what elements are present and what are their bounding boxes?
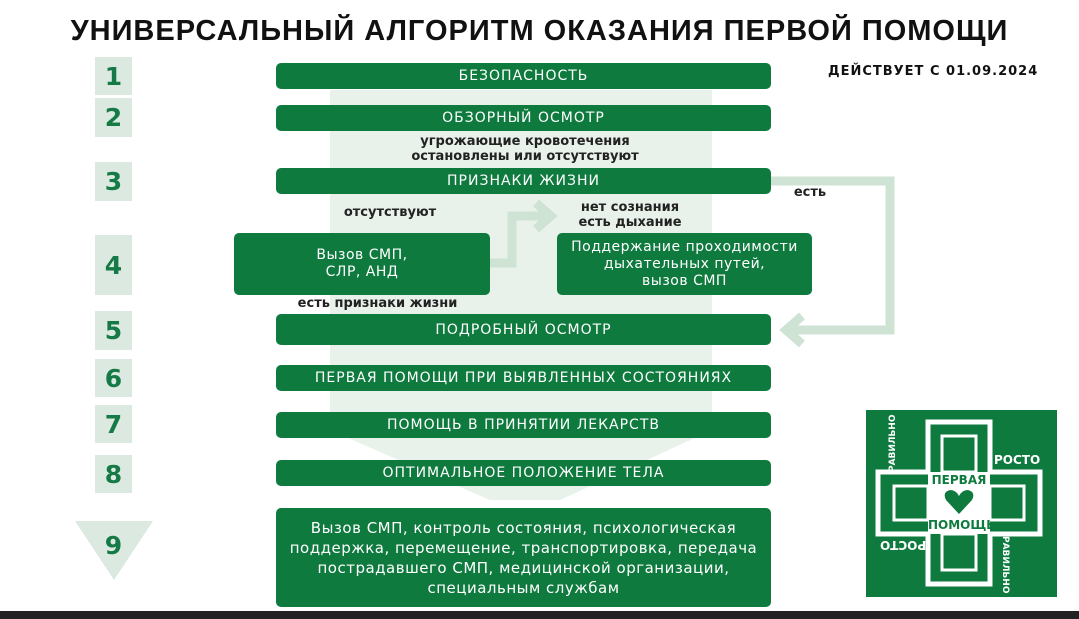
label-present: есть — [793, 185, 827, 200]
label-bleeding: угрожающие кровотечения остановлены или … — [411, 134, 639, 164]
step-number: 5 — [95, 311, 132, 350]
logo-text-bottom: ПОМОЩЬ — [928, 518, 996, 532]
page-title: УНИВЕРСАЛЬНЫЙ АЛГОРИТМ ОКАЗАНИЯ ПЕРВОЙ П… — [70, 15, 1009, 47]
step-number: 1 — [95, 57, 132, 95]
first-aid-logo: ПЕРВАЯ ПОМОЩЬ РОСТО РОСТО РАВИЛЬНО РАВИЛ… — [866, 410, 1057, 597]
step-safety: БЕЗОПАСНОСТЬ — [276, 63, 771, 89]
loop-arrowhead — [779, 312, 805, 348]
step-number: 8 — [95, 455, 132, 493]
step-number: 6 — [95, 359, 132, 397]
label-no-consciousness: нет сознания есть дыхание — [578, 200, 682, 230]
label-absent: отсутствуют — [343, 205, 437, 220]
step-overview-exam: ОБЗОРНЫЙ ОСМОТР — [276, 105, 771, 131]
arrow-to-airway — [490, 211, 550, 268]
step-final-actions: Вызов СМП, контроль состояния, психологи… — [276, 508, 771, 607]
label-signs-of-life: есть признаки жизни — [297, 296, 458, 311]
logo-text-side: РАВИЛЬНО — [888, 414, 898, 472]
cross-icon — [875, 419, 1043, 587]
step-airway-box: Поддержание проходимости дыхательных пут… — [557, 233, 812, 295]
step-9-chevron — [75, 521, 153, 580]
step-number: 2 — [95, 98, 132, 137]
logo-text-side: РОСТО — [880, 538, 927, 552]
logo-text-top: ПЕРВАЯ — [931, 473, 987, 487]
logo-text-side: РАВИЛЬНО — [1000, 536, 1010, 594]
step-number: 9 — [104, 530, 123, 560]
bottom-border — [0, 611, 1079, 619]
step-detailed-exam: ПОДРОБНЫЙ ОСМОТР — [276, 314, 771, 345]
step-signs-of-life: ПРИЗНАКИ ЖИЗНИ — [276, 168, 771, 194]
step-number: 4 — [95, 235, 132, 295]
step-number: 7 — [95, 405, 132, 443]
step-number: 3 — [95, 162, 132, 201]
heart-icon — [944, 490, 974, 514]
step-body-position: ОПТИМАЛЬНОЕ ПОЛОЖЕНИЕ ТЕЛА — [276, 460, 771, 486]
step-first-aid: ПЕРВАЯ ПОМОЩИ ПРИ ВЫЯВЛЕННЫХ СОСТОЯНИЯХ — [276, 365, 771, 391]
step-cpr-box: Вызов СМП, СЛР, АНД — [234, 233, 490, 295]
loop-arrow-present — [771, 176, 895, 335]
airway-arrowhead — [533, 199, 558, 233]
logo-text-side: РОСТО — [994, 453, 1041, 467]
effective-date: ДЕЙСТВУЕТ С 01.09.2024 — [828, 64, 1039, 79]
step-medication-help: ПОМОЩЬ В ПРИНЯТИИ ЛЕКАРСТВ — [276, 412, 771, 438]
